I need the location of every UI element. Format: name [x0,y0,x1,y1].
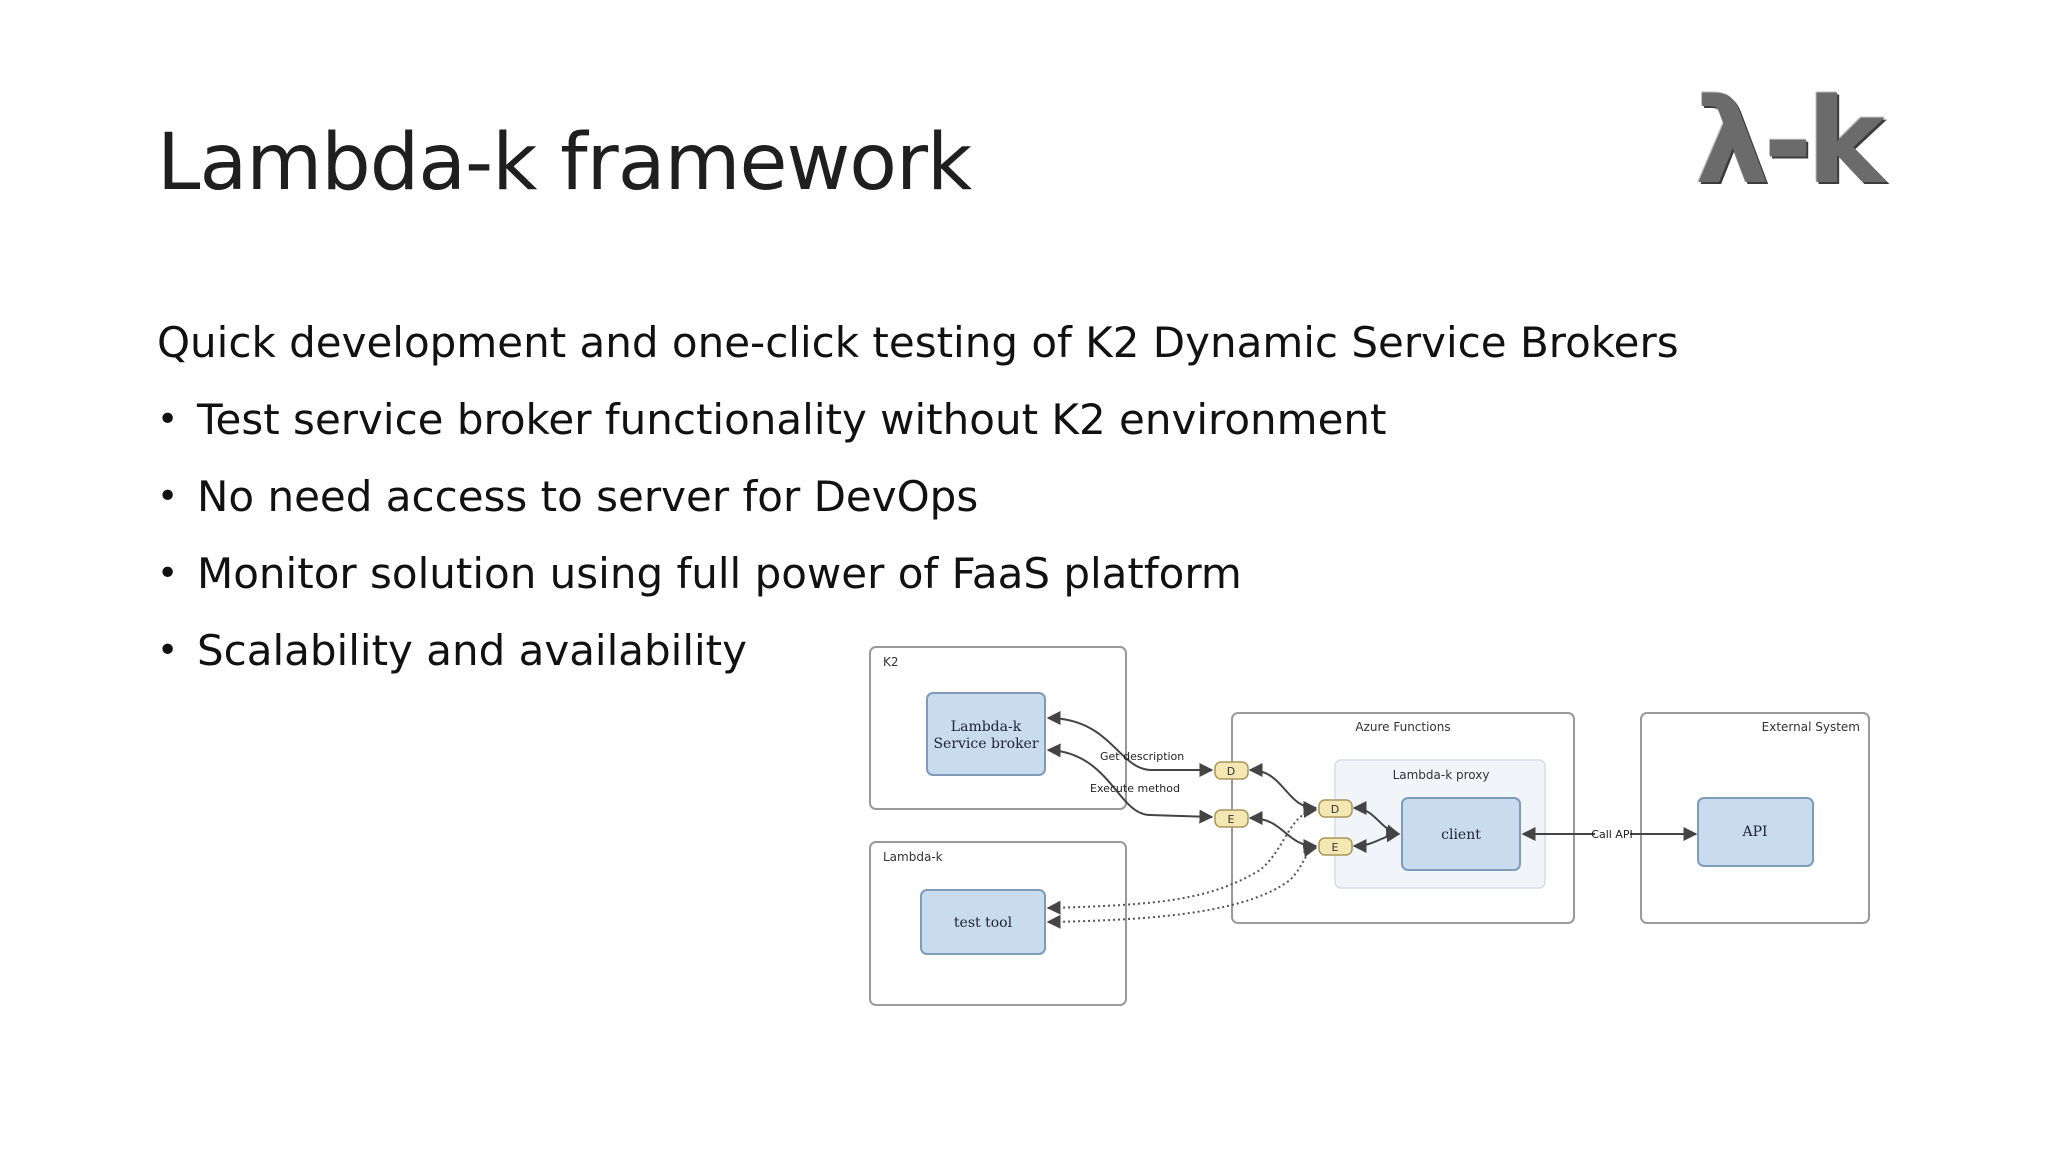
group-lambda-k-label: Lambda-k [883,850,943,864]
bullet-icon: • [157,399,179,440]
bullet-text: Test service broker functionality withou… [197,395,1387,444]
edge-label-call-api: Call API [1591,828,1632,841]
lambda-k-logo: λ-k [1695,72,1885,210]
port-d-azure: D [1214,761,1249,780]
edge-label-get-description: Get description [1100,750,1184,763]
client-label: client [1441,827,1481,843]
bullet-item: • No need access to server for DevOps [157,473,1387,550]
node-api: API [1697,797,1814,867]
bullet-list: • Test service broker functionality witho… [157,396,1387,704]
edge-label-execute-method: Execute method [1090,782,1180,795]
bullet-item: • Test service broker functionality witho… [157,396,1387,473]
node-test-tool: test tool [920,889,1046,955]
port-e-proxy: E [1318,837,1353,856]
port-d-proxy: D [1318,799,1353,818]
bullet-text: Scalability and availability [197,626,747,675]
intro-text: Quick development and one-click testing … [157,318,1679,367]
service-broker-label-line1: Lambda-k [951,719,1022,735]
port-d-azure-label: D [1227,765,1235,778]
port-e-proxy-label: E [1332,841,1339,854]
port-e-azure: E [1214,809,1249,828]
bullet-text: No need access to server for DevOps [197,472,979,521]
bullet-icon: • [157,553,179,594]
bullet-icon: • [157,630,179,671]
port-e-azure-label: E [1228,813,1235,826]
service-broker-label-line2: Service broker [933,736,1038,752]
node-service-broker: Lambda-k Service broker [926,692,1046,776]
edge-proxy-to-client [1352,801,1401,853]
group-external-label: External System [1762,720,1860,734]
slide-title: Lambda-k framework [157,118,972,208]
test-tool-label: test tool [954,915,1013,931]
bullet-item: • Scalability and availability [157,627,1387,704]
group-azure-label: Azure Functions [1355,720,1450,734]
node-client: client [1401,797,1521,871]
group-k2-label: K2 [883,655,899,669]
port-d-proxy-label: D [1331,803,1339,816]
edge-test-tool-dotted [1046,804,1318,929]
bullet-item: • Monitor solution using full power of Fa… [157,550,1387,627]
api-label: API [1741,824,1767,840]
bullet-text: Monitor solution using full power of Faa… [197,549,1242,598]
bullet-icon: • [157,476,179,517]
group-proxy-label: Lambda-k proxy [1393,768,1490,782]
